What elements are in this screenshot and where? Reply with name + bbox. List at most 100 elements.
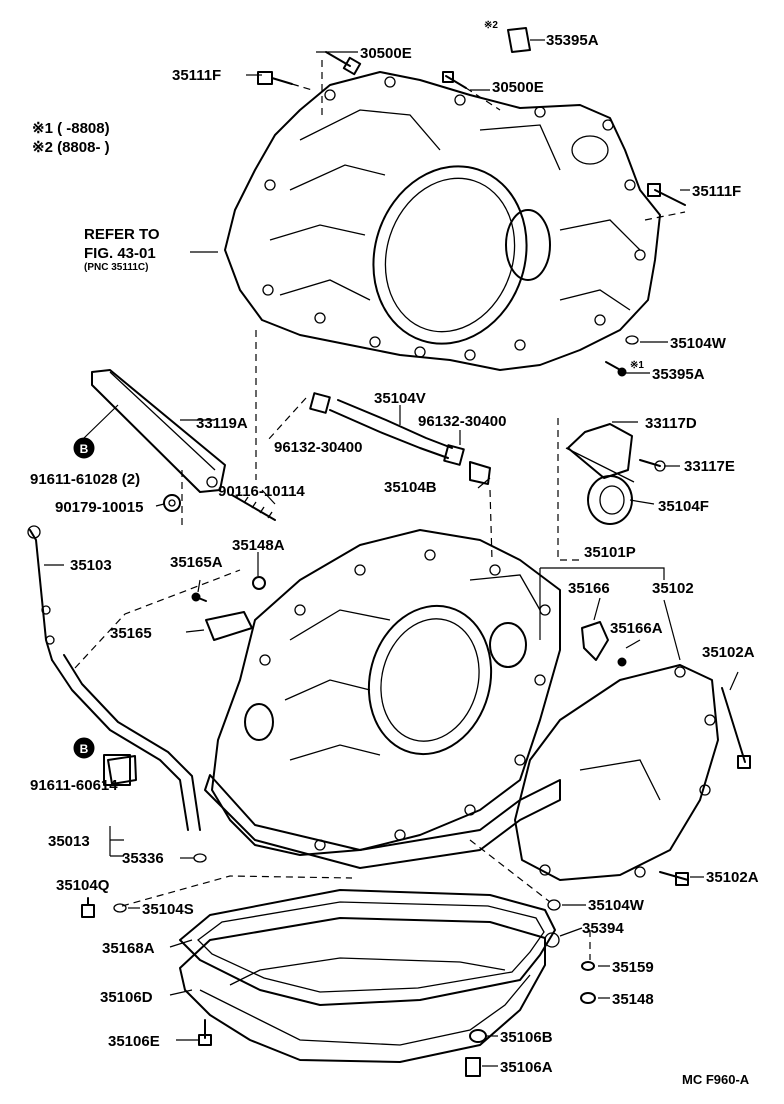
oring-35336 bbox=[193, 853, 207, 863]
label-91611-61028: 91611-61028 (2) bbox=[30, 471, 140, 488]
label-96132-left: 96132-30400 bbox=[274, 439, 362, 456]
label-35148A: 35148A bbox=[232, 537, 285, 554]
bracket-91611-60614 bbox=[107, 755, 137, 785]
label-35102A-bot: 35102A bbox=[706, 869, 759, 886]
star-1-mark: ※1 bbox=[630, 360, 644, 371]
label-35102A-top: 35102A bbox=[702, 644, 755, 661]
label-35101P: 35101P bbox=[584, 544, 636, 561]
plug-35148A bbox=[252, 576, 266, 590]
label-35103: 35103 bbox=[70, 557, 112, 574]
bolt-35166A bbox=[617, 657, 627, 667]
plug-35104Q bbox=[81, 897, 95, 918]
label-35111F-left: 35111F bbox=[172, 67, 221, 84]
leader-35165A bbox=[197, 579, 201, 593]
label-35166A: 35166A bbox=[610, 620, 663, 637]
leader-35102 bbox=[663, 599, 681, 661]
gasket-35168A bbox=[179, 889, 556, 1006]
plate-33117D bbox=[565, 423, 635, 483]
label-91611-60614: 91611-60614 bbox=[30, 777, 118, 794]
label-35166: 35166 bbox=[568, 580, 610, 597]
star-2-mark: ※2 bbox=[484, 20, 498, 31]
notes-block: ※1 ( -8808) ※2 (8808- ) bbox=[32, 120, 110, 156]
label-35104F: 35104F bbox=[658, 498, 709, 515]
washer-35104W-top bbox=[625, 335, 639, 345]
refer-to-line3: (PNC 35111C) bbox=[84, 262, 148, 273]
bolt-35111F-right bbox=[644, 183, 686, 221]
bolt-35106E bbox=[198, 1019, 212, 1046]
bolt-35111F-left bbox=[257, 71, 313, 91]
cover-35102 bbox=[514, 664, 719, 881]
leader-35166A bbox=[625, 639, 641, 649]
label-35159: 35159 bbox=[612, 959, 654, 976]
label-96132-right: 96132-30400 bbox=[418, 413, 506, 430]
bracket-35013 bbox=[109, 826, 124, 857]
note-1: ※1 ( -8808) bbox=[32, 120, 110, 137]
oring-35104S bbox=[113, 903, 127, 913]
label-35104W-bot: 35104W bbox=[588, 897, 645, 914]
label-35104S: 35104S bbox=[142, 901, 194, 918]
leader-90179 bbox=[155, 503, 165, 507]
label-33119A: 33119A bbox=[196, 415, 248, 432]
label-90116: 90116-10114 bbox=[218, 483, 305, 500]
label-35106D: 35106D bbox=[100, 989, 153, 1006]
label-90179: 90179-10015 bbox=[55, 499, 143, 516]
label-35148: 35148 bbox=[612, 991, 654, 1008]
label-35104B: 35104B bbox=[384, 479, 437, 496]
bolt-90116-10114 bbox=[231, 491, 276, 521]
bolt-30500E-top bbox=[321, 51, 362, 120]
guide-line-right bbox=[557, 418, 582, 561]
bolt-33117E bbox=[639, 459, 666, 472]
bolt-35165A bbox=[191, 592, 207, 602]
leader-35165 bbox=[185, 629, 205, 633]
label-30500E-top: 30500E bbox=[360, 45, 412, 62]
label-35168A: 35168A bbox=[102, 940, 155, 957]
oil-pan-35106D bbox=[179, 917, 546, 1063]
label-35165: 35165 bbox=[110, 625, 152, 642]
bolt-30500E-mid bbox=[442, 71, 501, 111]
label-35104Q: 35104Q bbox=[56, 877, 110, 894]
svg-text:B: B bbox=[80, 742, 89, 756]
nut-90179-10015 bbox=[163, 494, 181, 512]
label-35106A: 35106A bbox=[500, 1059, 553, 1076]
part-labels: 30500E 35395A 35111F 30500E 35111F 35104… bbox=[30, 32, 759, 1076]
bracket-35101P bbox=[540, 567, 665, 580]
guide-line-lower-right bbox=[469, 839, 551, 903]
dipstick-35103 bbox=[27, 525, 55, 661]
label-35104V: 35104V bbox=[374, 390, 426, 407]
label-35111F-right: 35111F bbox=[692, 183, 741, 200]
guide-line-dipstick bbox=[74, 569, 241, 669]
marker-b-lower: B bbox=[73, 737, 95, 759]
marker-b-upper: B bbox=[73, 404, 119, 459]
tube-35013 bbox=[51, 654, 201, 831]
label-35106B: 35106B bbox=[500, 1029, 553, 1046]
transaxle-housing-upper bbox=[224, 71, 661, 371]
label-35013: 35013 bbox=[48, 833, 90, 850]
clip-35395A-top bbox=[507, 27, 531, 53]
hose-35104V bbox=[309, 392, 465, 466]
label-35395A-bot: 35395A bbox=[652, 366, 705, 383]
refer-to-line1: REFER TO bbox=[84, 226, 160, 243]
label-35102: 35102 bbox=[652, 580, 694, 597]
leader-35104F bbox=[629, 499, 655, 505]
bolt-35102A-bot bbox=[659, 871, 689, 886]
plug-35159 bbox=[581, 961, 595, 971]
label-35106E: 35106E bbox=[108, 1033, 160, 1050]
label-33117D: 33117D bbox=[645, 415, 697, 432]
leader-35166 bbox=[593, 597, 601, 621]
washer-35148 bbox=[580, 992, 596, 1004]
label-35165A: 35165A bbox=[170, 554, 223, 571]
label-35394: 35394 bbox=[582, 920, 624, 937]
guide-line-lower-left bbox=[121, 875, 353, 907]
clamp-96132-30400 bbox=[267, 397, 461, 445]
label-33117E: 33117E bbox=[684, 458, 735, 475]
label-35104W-top: 35104W bbox=[670, 335, 727, 352]
leader-35104B bbox=[477, 477, 491, 489]
leader-35106D bbox=[169, 989, 193, 996]
note-2: ※2 (8808- ) bbox=[32, 139, 110, 156]
svg-text:B: B bbox=[80, 442, 89, 456]
bolt-35102A-top bbox=[721, 687, 751, 769]
refer-to-line2: FIG. 43-01 bbox=[84, 245, 156, 262]
union-35104B bbox=[469, 461, 493, 561]
label-35395A-top: 35395A bbox=[546, 32, 599, 49]
